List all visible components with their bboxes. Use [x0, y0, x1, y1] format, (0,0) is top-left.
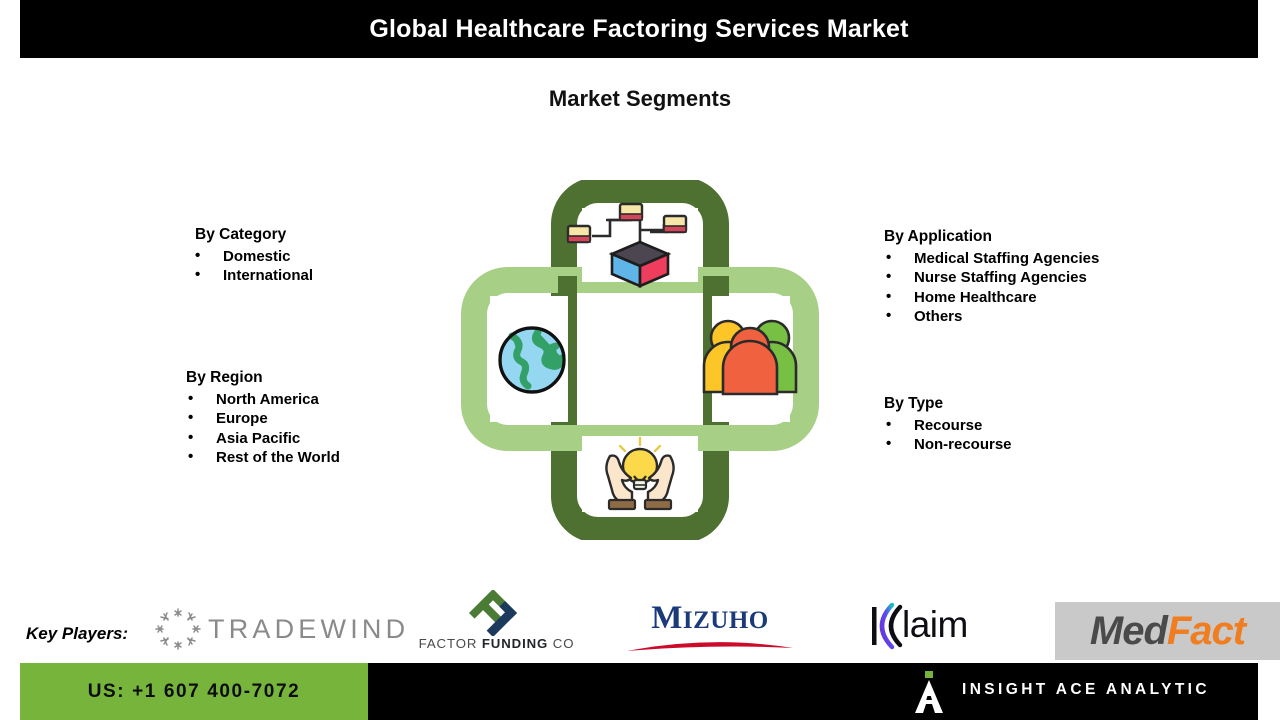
list-item: • Medical Staffing Agencies [884, 249, 1099, 268]
list-item: • Asia Pacific [186, 429, 340, 448]
list-item: • Rest of the World [186, 448, 340, 467]
bullet-icon: • [188, 447, 194, 465]
bullet-icon: • [886, 268, 892, 286]
medfact-med: Med [1089, 609, 1168, 653]
klaim-logo: laim [866, 602, 986, 652]
tradewind-logo: TRADEWIND [152, 600, 405, 656]
list-item: • Others [884, 307, 1099, 326]
segment-by-application: By Application • Medical Staffing Agencie… [884, 228, 1099, 326]
segment-title: By Type [884, 395, 944, 412]
section-subtitle: Market Segments [548, 86, 732, 111]
list-item-label: International [223, 267, 314, 285]
list-item-label: Non-recourse [914, 436, 1012, 454]
klaim-wordmark: laim [902, 604, 968, 645]
page-title: Global Healthcare Factoring Services Mar… [369, 15, 909, 43]
mizuho-cap: M [651, 600, 683, 636]
factor-funding-wordmark: FACTOR FUNDING CO [414, 636, 579, 651]
interlock-svg [461, 180, 819, 540]
footer-phone-number: US: +1 607 400-7072 [87, 681, 301, 702]
key-players-label: Key Players: [26, 624, 129, 643]
mizuho-logo: MIZUHO [620, 600, 800, 656]
globe-icon [498, 326, 566, 394]
bullet-icon: • [195, 247, 201, 264]
people-group-icon [702, 319, 798, 396]
bullet-icon: • [886, 435, 892, 453]
medfact-logo: MedFact [1055, 602, 1280, 660]
bullet-icon: • [886, 416, 892, 433]
bullet-icon: • [188, 409, 194, 427]
network-cube-icon [566, 202, 688, 288]
insight-ace-analytic-wordmark: INSIGHT ACE ANALYTIC [962, 681, 1210, 698]
list-item-label: Rest of the World [216, 448, 340, 466]
list-item-label: Recourse [914, 417, 983, 434]
interlocking-segments-graphic [460, 180, 820, 540]
bullet-icon: • [886, 306, 892, 324]
hands-lightbulb-icon [605, 436, 675, 511]
segment-by-category: By Category • Domestic • International [193, 226, 313, 286]
bullet-icon: • [188, 428, 194, 446]
list-item-label: Home Healthcare [914, 288, 1037, 306]
bullet-icon: • [886, 249, 892, 266]
mizuho-smallcaps: IZUHO [682, 607, 769, 634]
list-item-label: Domestic [223, 248, 291, 265]
list-item-label: Others [914, 307, 963, 325]
list-item: • Non-recourse [884, 435, 1012, 454]
ff-text-bold: FUNDING [481, 636, 549, 651]
list-item-label: North America [216, 391, 319, 408]
insight-ace-a-mark-icon [915, 671, 943, 713]
header-bar: Global Healthcare Factoring Services Mar… [20, 0, 1258, 58]
segment-list: • Recourse • Non-recourse [884, 416, 1012, 455]
factor-funding-diamond-f-icon [468, 590, 518, 636]
segment-by-region: By Region • North America • Europe • Asia P… [186, 369, 340, 467]
segment-title: By Category [195, 226, 287, 243]
factor-funding-co-logo: FACTOR FUNDING CO [414, 590, 579, 660]
bullet-icon: • [886, 287, 892, 305]
list-item-label: Medical Staffing Agencies [914, 250, 1100, 267]
segment-title: By Region [186, 369, 263, 386]
list-item: • Nurse Staffing Agencies [884, 268, 1099, 287]
medfact-fact: Fact [1166, 609, 1246, 653]
medfact-wordmark: MedFact [1055, 602, 1280, 660]
list-item-label: Asia Pacific [216, 429, 301, 447]
bullet-icon: • [188, 390, 194, 407]
list-item: • Recourse [884, 416, 1012, 435]
list-item-label: Nurse Staffing Agencies [914, 269, 1087, 287]
segment-list: • Domestic • International [193, 247, 313, 286]
list-item: • Domestic [193, 247, 313, 266]
footer-phone-panel [20, 663, 368, 720]
segment-title: By Application [884, 228, 992, 245]
klaim-arc-icon [872, 602, 903, 650]
list-item: • International [193, 266, 313, 285]
segment-list: • North America • Europe • Asia Pacific • Re… [186, 390, 340, 467]
list-item: • Europe [186, 409, 340, 428]
ff-text-tail: CO [548, 636, 575, 651]
mizuho-swoosh-icon [627, 642, 793, 651]
list-item: • Home Healthcare [884, 288, 1099, 307]
segment-by-type: By Type • Recourse • Non-recourse [884, 395, 1012, 455]
mizuho-wordmark: MIZUHO [620, 600, 800, 637]
segment-list: • Medical Staffing Agencies • Nurse Staffi… [884, 249, 1099, 326]
list-item-label: Europe [216, 410, 268, 428]
tradewind-wordmark: TRADEWIND [208, 614, 410, 644]
tradewind-star-circle-icon [155, 608, 201, 650]
bullet-icon: • [195, 266, 201, 284]
list-item: • North America [186, 390, 340, 409]
ff-text-light: FACTOR [418, 636, 482, 651]
